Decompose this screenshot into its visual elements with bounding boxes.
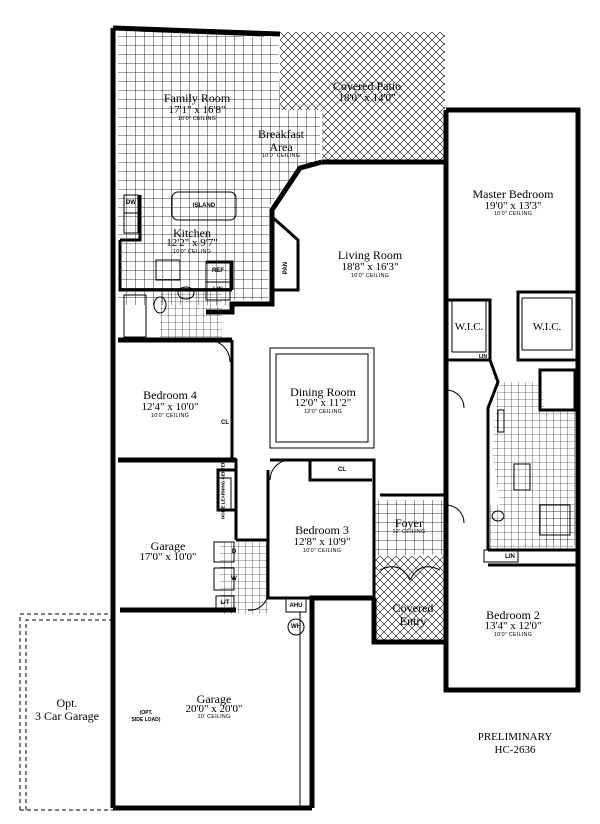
covered-patio-lattice — [280, 32, 445, 162]
living-room-dims: 18'8" x 16'3" — [341, 261, 399, 273]
kitchen-ceiling: 10'0" CEILING — [172, 249, 212, 255]
master-bath-tile — [492, 382, 575, 545]
laundry-tub-label: L/T — [220, 600, 230, 606]
island-label: ISLAND — [192, 203, 216, 209]
family-room-ceiling: 10'0" CEILING — [177, 116, 217, 122]
dw-label: DW — [126, 200, 136, 206]
covered-entry-name: Covered — [392, 601, 434, 615]
learning-center-label: HOME LEARNING CENTER — [220, 460, 226, 520]
garage1-dims: 17'0" x 10'0" — [139, 551, 197, 563]
family-room-tile — [118, 30, 320, 305]
kitchen-name: Kitchen — [173, 226, 211, 240]
foyer-name: Foyer — [395, 516, 423, 530]
bedroom4-ceiling: 10'0" CEILING — [150, 413, 190, 419]
dining-room-dims: 12'0" x 11'2" — [294, 397, 352, 409]
living-room-ceiling: 10'0" CEILING — [350, 273, 390, 279]
bedroom4-name: Bedroom 4 — [143, 388, 197, 402]
bedroom4-dims: 12'4" x 10'0" — [141, 401, 199, 413]
windows — [110, 30, 581, 770]
covered-patio-dims: 18'0" x 14'0" — [338, 92, 396, 104]
wh-label: WH — [291, 624, 301, 630]
opt-side-load-label1: (OPT. — [139, 710, 153, 716]
lin-label: LIN — [213, 287, 223, 293]
master-bedroom-ceiling: 10'0" CEILING — [493, 211, 533, 217]
dining-room-ceiling: 12'0" CEILING — [303, 409, 343, 415]
bedroom2-dims: 13'4" x 12'0" — [484, 620, 542, 632]
foyer-tile — [374, 500, 446, 555]
bedroom3-dims: 12'8" x 10'9" — [293, 536, 351, 548]
opt-garage-name2: 3 Car Garage — [35, 709, 99, 723]
plan-code-label: HC-2636 — [494, 744, 536, 756]
closet-label-b4: CL — [221, 420, 229, 426]
lin-master-label: LIN — [478, 354, 488, 360]
kitchen-dims: 12'2" x 9'7" — [166, 237, 218, 249]
opt-side-load-label2: SIDE LOAD) — [131, 717, 161, 723]
bath4-tile — [160, 290, 222, 342]
garage1-name: Garage — [150, 539, 186, 553]
living-room-name: Living Room — [337, 248, 403, 262]
washer-label: W — [231, 576, 237, 582]
laundry-tile — [220, 542, 268, 614]
pan-label: PAN — [282, 261, 289, 275]
preliminary-label: PRELIMINARY — [477, 731, 553, 743]
bedroom2-name: Bedroom 2 — [486, 608, 540, 622]
garage2-name: Garage — [196, 692, 232, 706]
master-bedroom-dims: 19'0" x 13'3" — [484, 200, 542, 212]
bedroom3-ceiling: 10'0" CEILING — [302, 548, 342, 554]
dining-room-name: Dining Room — [290, 385, 356, 399]
covered-entry-name2: Entry — [399, 614, 427, 628]
garage2-dims: 20'0" x 20'0" — [185, 703, 243, 715]
garage2-ceiling: 10' CEILING — [197, 714, 231, 720]
covered-entry-lattice — [374, 556, 446, 642]
closet-label-b3: CL — [338, 467, 346, 473]
breakfast-name: Breakfast — [258, 127, 304, 141]
master-bedroom-name: Master Bedroom — [472, 187, 554, 201]
exterior-walls — [110, 25, 581, 811]
wic-right-label: W.I.C. — [532, 321, 562, 333]
family-room-dims: 17'1" x 16'8" — [168, 104, 226, 116]
lin-bath-label: LIN — [505, 554, 515, 560]
opt-garage-name: Opt. — [56, 696, 78, 710]
breakfast-ceiling: 10'0" CEILING — [261, 153, 301, 159]
foyer-ceiling: 12' CEILING — [392, 529, 426, 535]
bedroom3-name: Bedroom 3 — [295, 523, 349, 537]
breakfast-area-name: Area — [269, 140, 293, 154]
covered-patio-name: Covered Patio — [332, 79, 402, 93]
wic-left-label: W.I.C. — [454, 321, 484, 333]
ahu-label: AHU — [289, 603, 303, 609]
bedroom2-ceiling: 10'0" CEILING — [493, 632, 533, 638]
family-room-name: Family Room — [163, 91, 231, 105]
interior-walls — [118, 195, 580, 600]
ref-label: REF — [212, 268, 224, 274]
fixtures — [19, 191, 573, 811]
dryer-label: D — [231, 549, 237, 555]
